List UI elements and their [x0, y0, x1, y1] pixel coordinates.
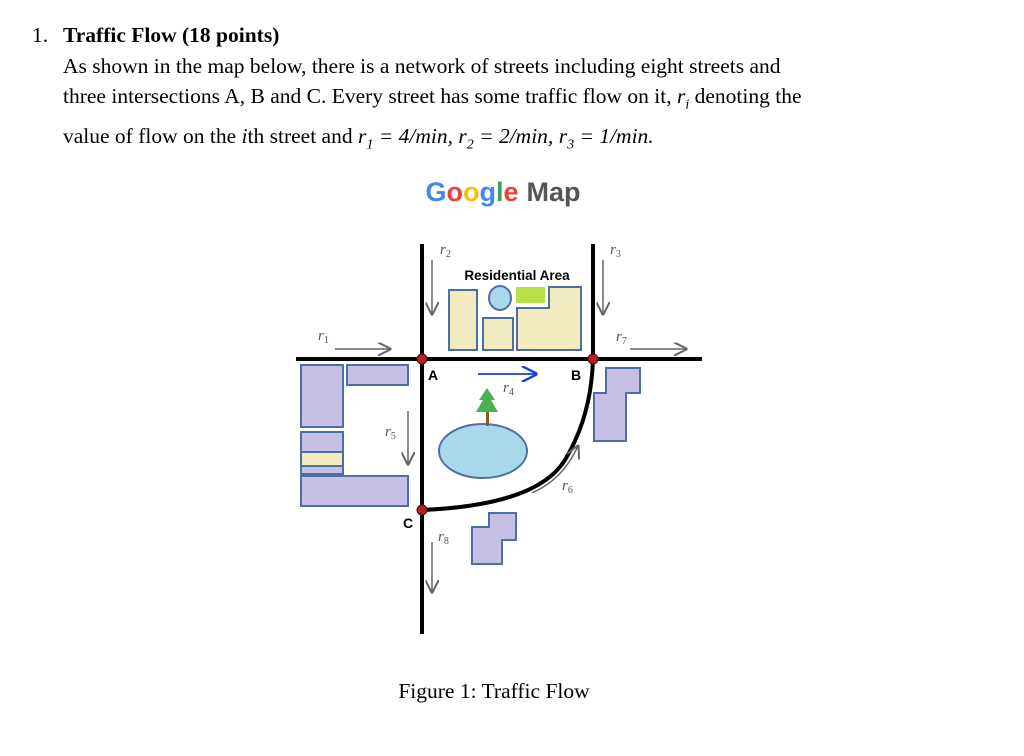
problem-statement: 1. Traffic Flow (18 points) As shown in t… — [32, 20, 992, 161]
figure-caption-text: Figure 1: Traffic Flow — [398, 679, 590, 703]
title-letter-e: e — [504, 177, 519, 207]
intersection-A-node — [416, 353, 428, 365]
intersection-B-node — [587, 353, 599, 365]
green-space — [516, 287, 545, 303]
residential-building — [516, 286, 582, 351]
building — [471, 512, 517, 565]
building — [346, 364, 409, 386]
residential-pond-icon — [488, 285, 512, 311]
residential-building — [448, 289, 478, 351]
residential-area-label: Residential Area — [464, 268, 570, 283]
map-title: Google Map — [425, 177, 580, 207]
math-i: i — [241, 123, 248, 148]
problem-line-3-mid: th street and — [247, 123, 353, 148]
label-r3: r3 — [610, 242, 621, 260]
problem-body: As shown in the map below, there is a ne… — [63, 51, 992, 161]
intersection-B-label: B — [571, 367, 581, 383]
math-r3-eq: = 1/min. — [579, 123, 654, 148]
label-r5: r5 — [385, 424, 396, 442]
intersection-C-node — [416, 504, 428, 516]
residential-building — [482, 317, 514, 351]
building — [300, 431, 344, 453]
problem-line-2: three intersections A, B and C. Every st… — [63, 81, 992, 121]
label-r4: r4 — [503, 380, 514, 398]
problem-line-3: value of flow on the ith street and r1 =… — [63, 121, 992, 161]
street-curve-r6 — [421, 358, 595, 512]
math-r3: r3 — [558, 123, 575, 153]
math-r1: r1 — [357, 123, 374, 153]
intersection-C-label: C — [403, 515, 413, 531]
building — [300, 465, 344, 475]
math-ri: ri — [677, 84, 690, 113]
label-r1: r1 — [318, 328, 329, 346]
label-r2: r2 — [440, 242, 451, 260]
building — [300, 364, 344, 428]
problem-line-1: As shown in the map below, there is a ne… — [63, 53, 781, 78]
label-r6: r6 — [562, 478, 573, 496]
title-letter-g: g — [479, 177, 496, 207]
title-rest: Map — [527, 177, 581, 207]
problem-title: Traffic Flow (18 points) — [63, 23, 280, 47]
pond — [438, 423, 528, 479]
problem-number: 1. — [32, 23, 49, 47]
problem-line-2-tail: denoting the — [694, 84, 802, 108]
label-r7: r7 — [616, 329, 627, 347]
arrow-r6-icon — [531, 446, 578, 494]
math-r2-eq: = 2/min, — [479, 123, 554, 148]
title-letter-o1: o — [446, 177, 463, 207]
building — [300, 475, 409, 507]
problem-line-2-text: three intersections A, B and C. Every st… — [63, 84, 672, 108]
intersection-A-label: A — [428, 367, 438, 383]
problem-line-3-text: value of flow on the — [63, 123, 237, 148]
building — [300, 451, 344, 467]
figure-caption: Figure 1: Traffic Flow — [0, 679, 1024, 704]
title-letter-G: G — [425, 177, 446, 207]
title-letter-o2: o — [463, 177, 480, 207]
label-r8: r8 — [438, 529, 449, 547]
building — [593, 367, 641, 442]
tree-icon — [476, 388, 498, 426]
title-letter-l: l — [496, 177, 504, 207]
math-r1-eq: = 4/min, — [378, 123, 453, 148]
math-r2: r2 — [458, 123, 474, 153]
